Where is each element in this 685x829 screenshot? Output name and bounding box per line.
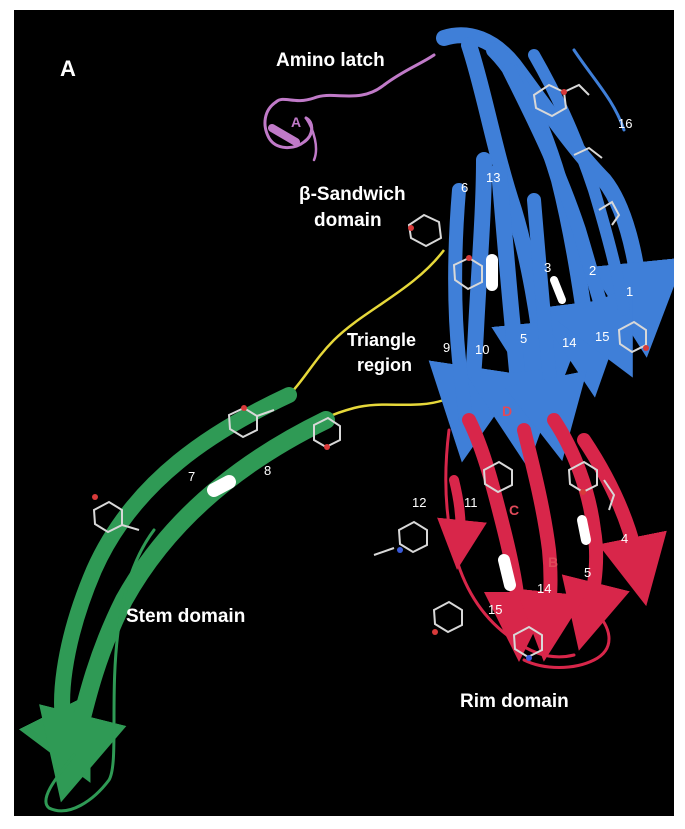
strand-number: 9	[443, 340, 450, 355]
strand-number: 16	[618, 116, 632, 131]
strand-number: 13	[486, 170, 500, 185]
strand-number: 3	[544, 260, 551, 275]
label-triangle-region: region	[357, 355, 412, 375]
rim-strand-letter: D	[502, 403, 512, 419]
strand-number: 15	[488, 602, 502, 617]
label-latch-marker: A	[291, 114, 301, 130]
strand-number: 15	[595, 329, 609, 344]
label-stem-domain: Stem domain	[126, 606, 245, 627]
strand-number: 14	[537, 581, 551, 596]
strand-number: 5	[584, 565, 591, 580]
rim-strand-letter: C	[509, 502, 519, 518]
label-beta-sandwich: β-Sandwich	[299, 184, 406, 205]
strand-number: 7	[188, 469, 195, 484]
label-amino-latch: Amino latch	[276, 50, 385, 71]
panel-letter: A	[60, 56, 76, 81]
strand-number: 14	[562, 335, 576, 350]
rim-strand-letter: B	[548, 554, 558, 570]
strand-number: 6	[461, 180, 468, 195]
strand-number: 12	[412, 495, 426, 510]
strand-number: 4	[621, 531, 628, 546]
strand-number: 5	[520, 331, 527, 346]
label-beta-sandwich-domain: domain	[314, 210, 382, 231]
strand-number: 10	[475, 342, 489, 357]
ribbon-diagram-figure: A Amino latch A β-Sandwich domain Triang…	[14, 10, 674, 816]
label-triangle: Triangle	[347, 330, 416, 350]
label-rim-domain: Rim domain	[460, 691, 569, 712]
strand-number: 11	[464, 495, 478, 510]
strand-number: 8	[264, 463, 271, 478]
strand-number: 1	[626, 284, 633, 299]
strand-number: 2	[589, 263, 596, 278]
